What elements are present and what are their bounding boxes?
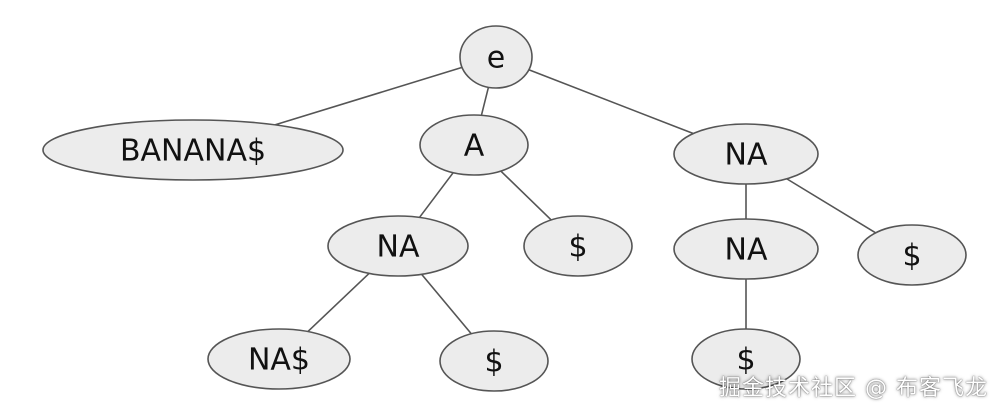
- tree-node-n-a-na-dollar: $: [439, 330, 549, 392]
- edge-root-to-n-na-top: [528, 68, 694, 135]
- tree-node-n-a: A: [419, 114, 529, 176]
- node-ellipse: [327, 215, 469, 277]
- node-label: BANANA$: [120, 134, 266, 169]
- tree-node-root: e: [459, 25, 533, 89]
- node-ellipse: [439, 330, 549, 392]
- node-ellipse: [42, 119, 344, 181]
- node-ellipse: [207, 328, 351, 390]
- tree-node-n-na-dollar: $: [857, 224, 967, 286]
- node-label: e: [487, 41, 505, 76]
- node-ellipse: [419, 114, 529, 176]
- node-ellipse: [673, 123, 819, 185]
- edge-n-na-top-to-n-na-dollar: [786, 178, 877, 234]
- node-label: NA: [377, 230, 420, 265]
- tree-node-n-a-na: NA: [327, 215, 469, 277]
- node-label: $: [736, 343, 755, 378]
- tree-node-n-bananas: BANANA$: [42, 119, 344, 181]
- tree-node-n-na-na: NA: [673, 218, 819, 280]
- tree-node-n-na-na-dollar: $: [691, 328, 801, 390]
- node-label: NA: [725, 138, 768, 173]
- node-label: A: [464, 129, 485, 164]
- edge-n-a-to-n-a-na: [418, 172, 454, 218]
- edge-n-a-to-n-a-dollar: [500, 170, 552, 221]
- node-ellipse: [673, 218, 819, 280]
- node-label: NA: [725, 233, 768, 268]
- edge-n-a-na-to-n-a-na-nas: [307, 272, 370, 333]
- edge-n-a-na-to-n-a-na-dollar: [420, 273, 472, 335]
- tree-node-n-na-top: NA: [673, 123, 819, 185]
- watermark: 掘金技术社区 @ 布客飞龙: [719, 376, 988, 401]
- node-ellipse: [523, 215, 633, 277]
- tree-node-n-a-na-nas: NA$: [207, 328, 351, 390]
- node-ellipse: [459, 25, 533, 89]
- node-ellipse: [857, 224, 967, 286]
- node-label: NA$: [248, 343, 310, 378]
- node-label: $: [484, 345, 503, 380]
- node-ellipse: [691, 328, 801, 390]
- edge-root-to-n-a: [480, 87, 490, 116]
- edge-root-to-n-bananas: [274, 66, 463, 126]
- node-label: $: [902, 239, 921, 274]
- node-label: $: [568, 230, 587, 265]
- tree-node-n-a-dollar: $: [523, 215, 633, 277]
- tree-edges: [274, 66, 877, 335]
